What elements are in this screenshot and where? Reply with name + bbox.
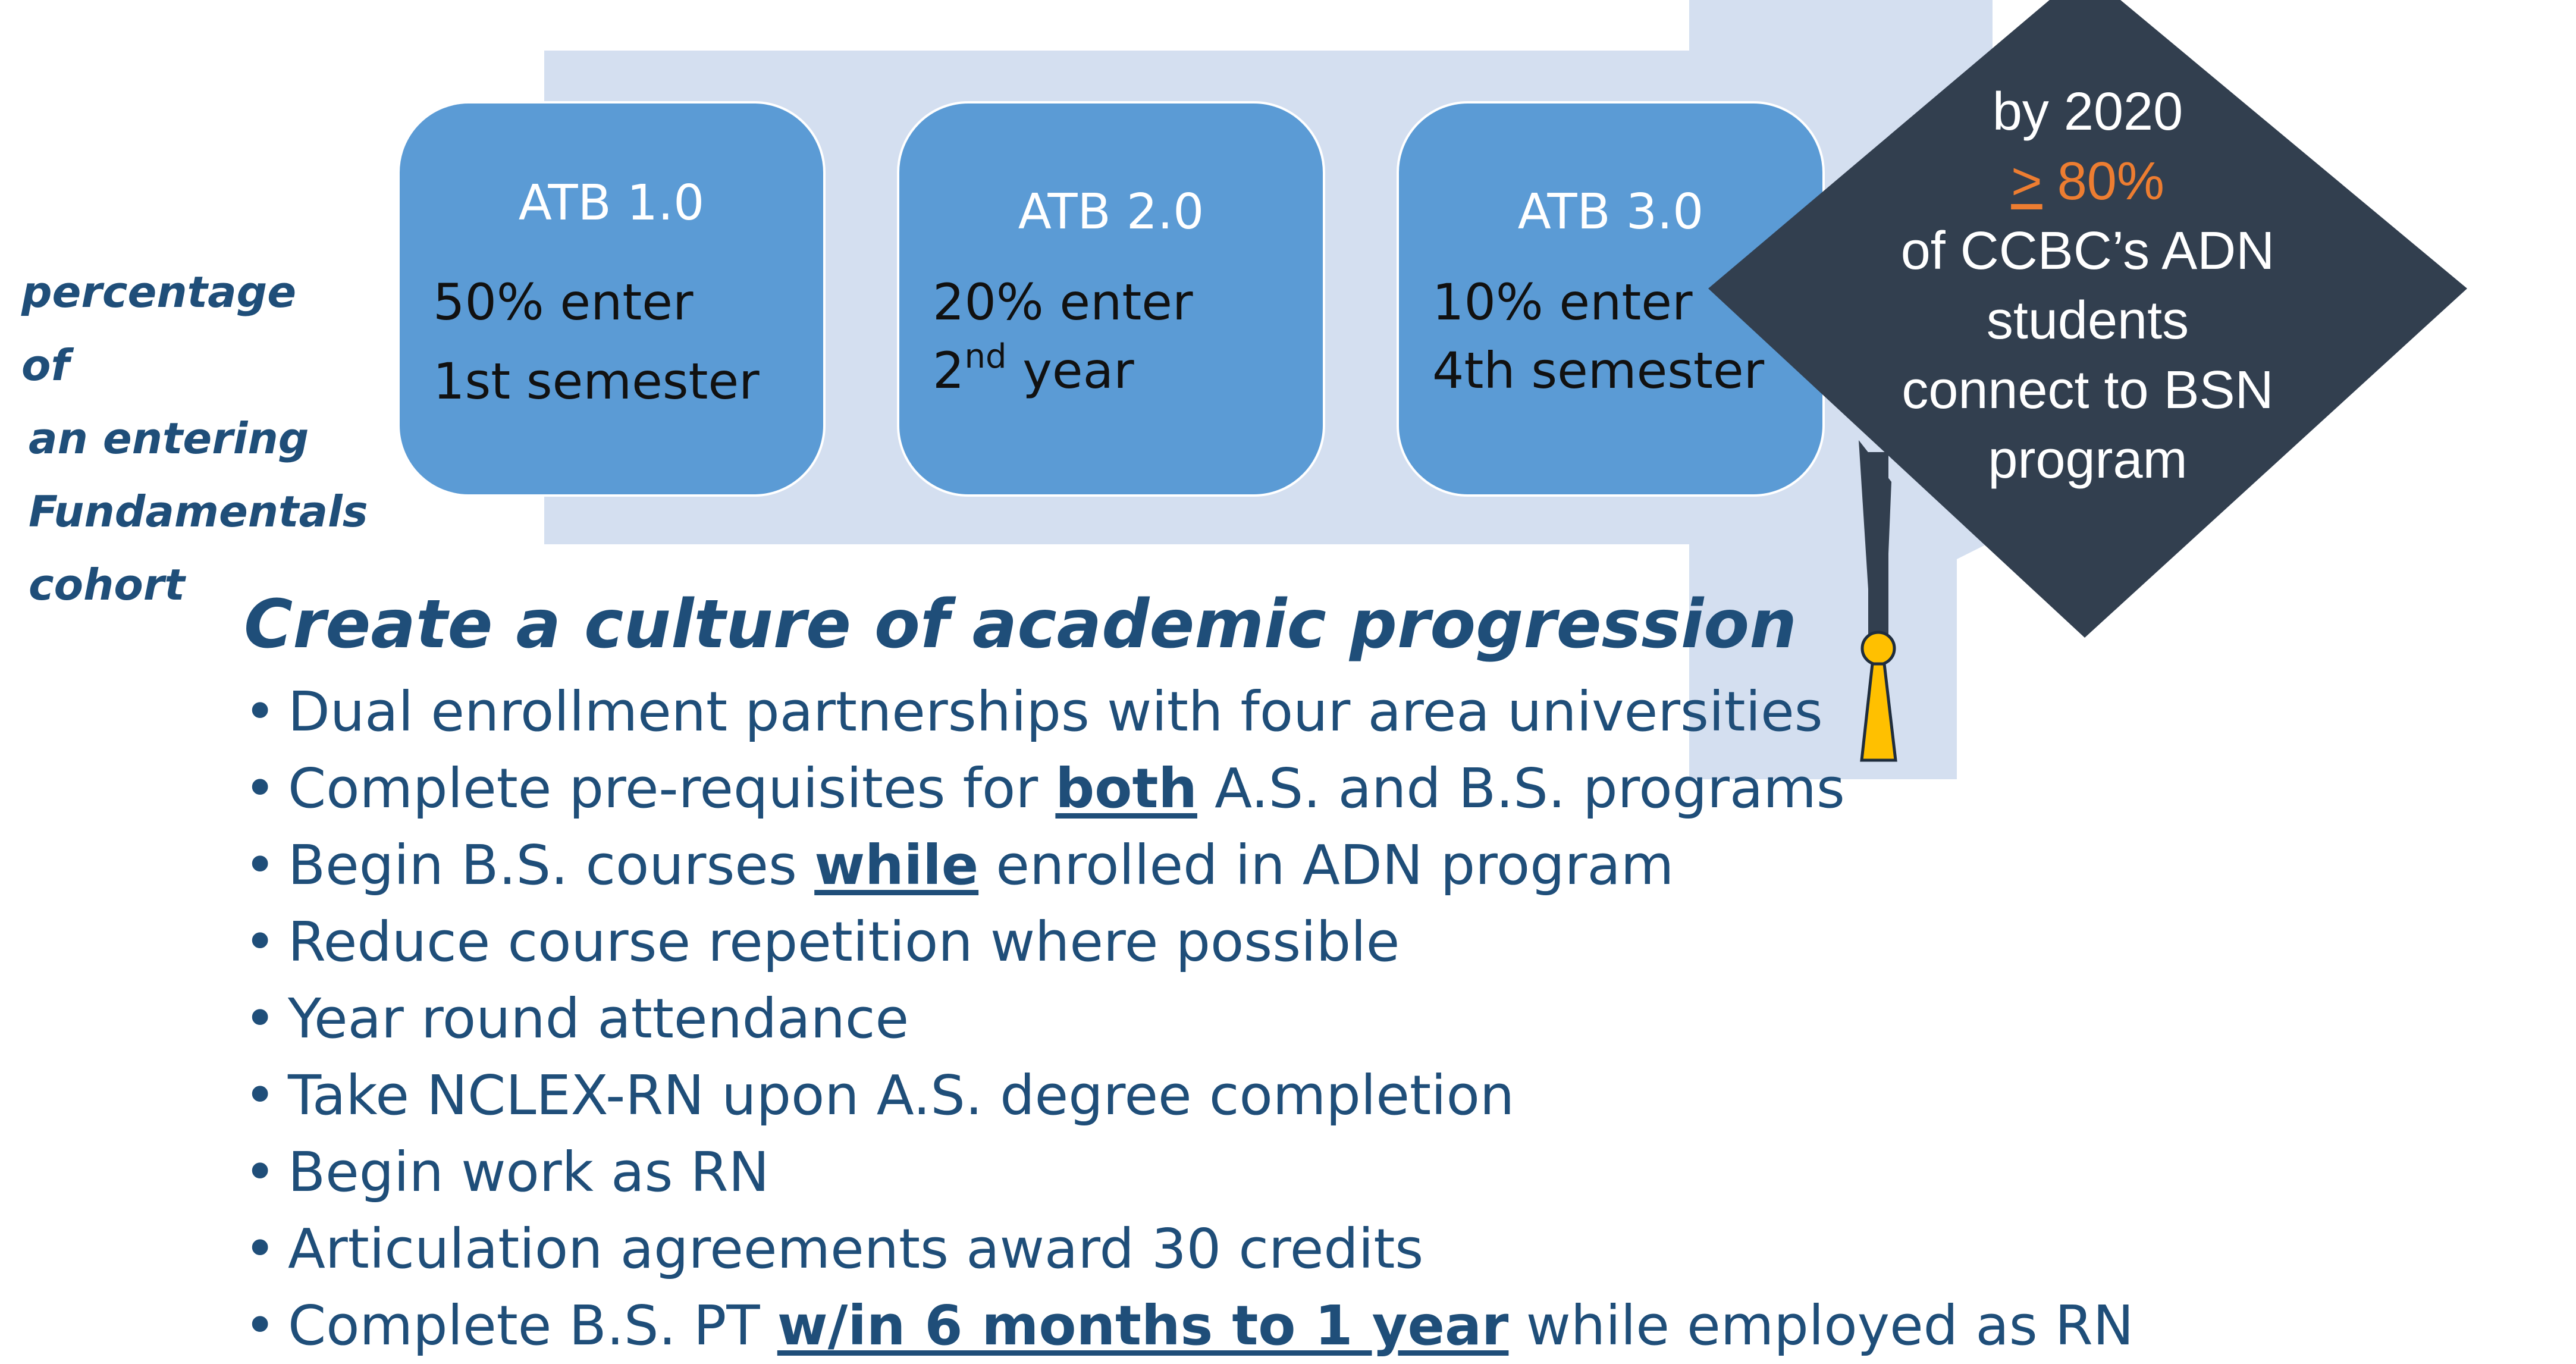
list-item-text-part: Year round attendance [288, 987, 909, 1051]
list-item-emphasis: w/in 6 months to 1 year [777, 1294, 1509, 1357]
list-item-text: Begin work as RN [288, 1134, 769, 1211]
bullet-icon: • [244, 757, 277, 820]
list-item-text: Reduce course repetition where possible [288, 904, 1400, 980]
goal-percent-value: 80% [2042, 152, 2164, 211]
atb-stage-title: ATB 3.0 [1517, 184, 1704, 240]
goal-line: program [1988, 430, 2188, 490]
atb-stage-timing: 1st semester [433, 352, 760, 410]
atb-stage-title: ATB 1.0 [518, 175, 705, 231]
list-item-text: Take NCLEX-RN upon A.S. degree completio… [288, 1057, 1514, 1134]
atb-stage-timing: 4th semester [1432, 341, 1765, 400]
atb-stage-title: ATB 2.0 [1018, 184, 1204, 240]
list-item-text-part: A.S. and B.S. programs [1197, 757, 1845, 820]
atb-stage-timing-suffix: nd [964, 337, 1007, 376]
atb-stage-2: ATB 2.0 20% enter 2nd year [897, 101, 1325, 497]
bullet-icon: • [244, 833, 277, 897]
goal-symbol: > [2011, 152, 2042, 211]
atb-stage-timing-unit: year [1006, 341, 1134, 400]
list-item-text-part: while employed as RN [1508, 1294, 2134, 1357]
cohort-label-line: cohort [29, 560, 185, 610]
cohort-label-line: an entering [29, 413, 309, 463]
atb-stage-timing-number: 2 [933, 341, 965, 400]
bullet-icon: • [244, 680, 277, 744]
list-item-text-part: Dual enrollment partnerships with four a… [288, 680, 1823, 744]
goal-line: students [1986, 291, 2189, 350]
bullet-icon: • [244, 1294, 277, 1357]
atb-stage-timing: 2nd year [933, 337, 1134, 400]
cohort-label-line: Fundamentals [29, 487, 368, 537]
list-item-text: Articulation agreements award 30 credits [288, 1211, 1423, 1287]
list-item-text-part: Begin work as RN [288, 1140, 770, 1204]
goal-statement: by 2020 > 80% of CCBC’s ADN students con… [1844, 77, 2332, 495]
cohort-label: percentage of an entering Fundamentals c… [21, 256, 368, 622]
list-item-text: Complete B.S. PT w/in 6 months to 1 year… [288, 1287, 2134, 1364]
cohort-label-line: percentage of [21, 267, 297, 390]
bullet-icon: • [244, 910, 277, 974]
list-item-text: Dual enrollment partnerships with four a… [288, 673, 1823, 750]
list-item-emphasis: both [1055, 757, 1197, 820]
list-item-text-part: Reduce course repetition where possible [288, 910, 1400, 974]
list-item-text: Begin B.S. courses while enrolled in ADN… [288, 827, 1674, 904]
list-item-text-part: enrolled in ADN program [978, 833, 1674, 897]
bullet-icon: • [244, 987, 277, 1051]
list-item-text-part: Begin B.S. courses [288, 833, 815, 897]
section-heading: Create a culture of academic progression [244, 586, 1797, 663]
list-item-text: Complete pre-requisites for both A.S. an… [288, 750, 1845, 827]
list-item-text-part: Complete pre-requisites for [288, 757, 1056, 820]
goal-line: of CCBC’s ADN [1900, 221, 2275, 281]
atb-stage-percent: 20% enter [933, 273, 1193, 331]
atb-stage-1: ATB 1.0 50% enter 1st semester [397, 101, 826, 497]
atb-stage-percent: 50% enter [433, 273, 694, 331]
bullet-icon: • [244, 1217, 277, 1281]
list-item-text: Year round attendance [288, 980, 909, 1057]
goal-percent: > 80% [1844, 147, 2332, 217]
bullet-icon: • [244, 1140, 277, 1204]
list-item-text-part: Take NCLEX-RN upon A.S. degree completio… [288, 1064, 1515, 1127]
goal-line: connect to BSN [1902, 360, 2274, 420]
list-item-emphasis: while [814, 833, 979, 897]
list-item-text-part: Complete B.S. PT [288, 1294, 777, 1357]
atb-stage-percent: 10% enter [1432, 273, 1693, 331]
bullet-icon: • [244, 1064, 277, 1127]
goal-year: by 2020 [1992, 82, 2183, 142]
list-item-text-part: Articulation agreements award 30 credits [288, 1217, 1424, 1281]
